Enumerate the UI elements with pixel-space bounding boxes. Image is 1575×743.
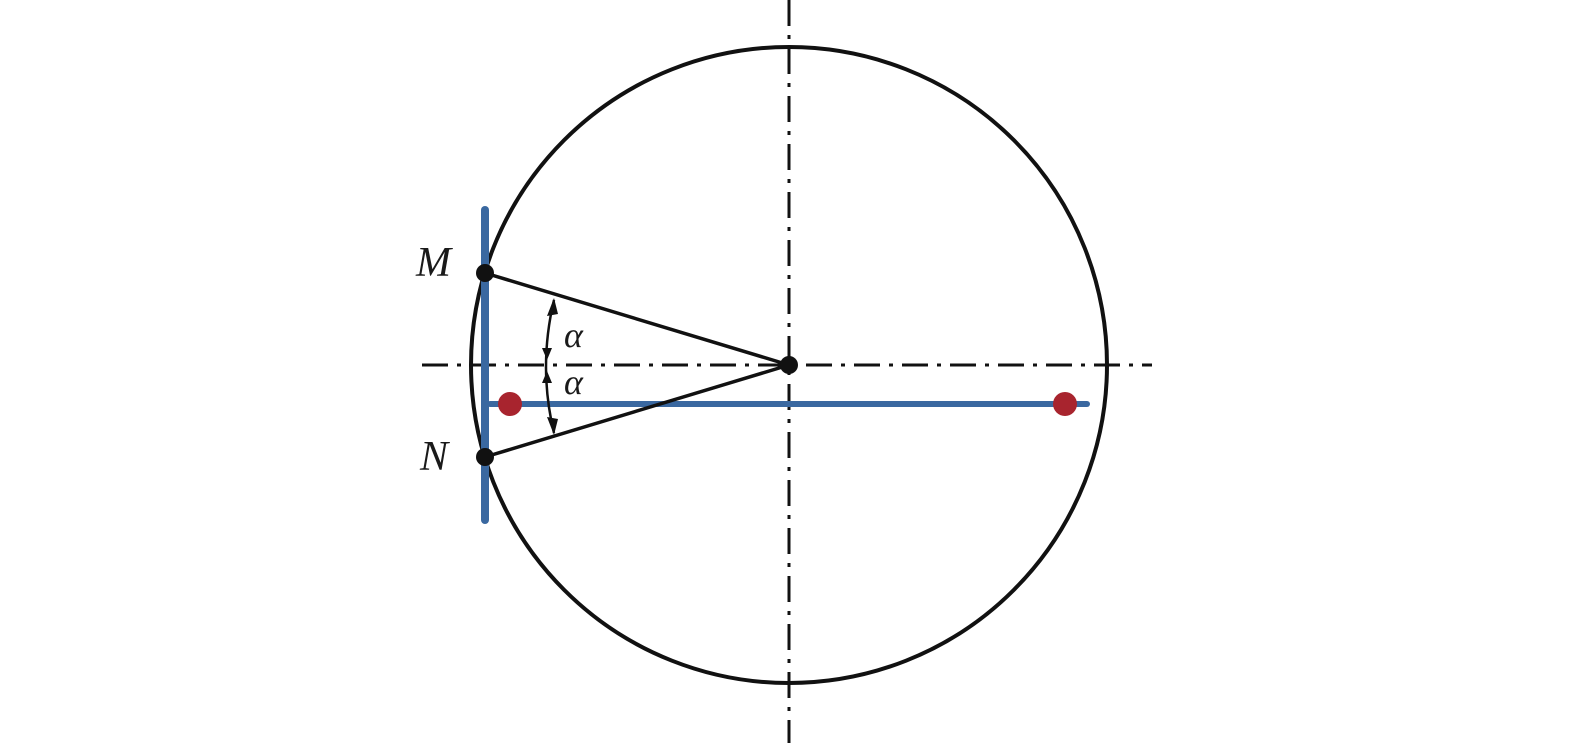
angle-arrow-mid-up	[542, 348, 552, 360]
red-marker-left	[498, 392, 522, 416]
label-m: M	[415, 240, 453, 286]
center-point	[780, 356, 798, 374]
angle-arrow-top	[547, 298, 558, 316]
angle-arc	[544, 299, 556, 434]
angle-arrow-bottom	[547, 417, 558, 435]
point-m	[476, 264, 494, 282]
label-alpha-lower: α	[564, 362, 584, 402]
main-circle	[469, 45, 1109, 685]
point-n	[476, 448, 494, 466]
line-m-to-center	[484, 271, 790, 367]
label-alpha-upper: α	[564, 315, 584, 355]
angle-arrow-mid-down	[542, 371, 552, 383]
line-n-to-center	[484, 363, 790, 459]
red-marker-right	[1053, 392, 1077, 416]
label-n: N	[419, 434, 450, 480]
